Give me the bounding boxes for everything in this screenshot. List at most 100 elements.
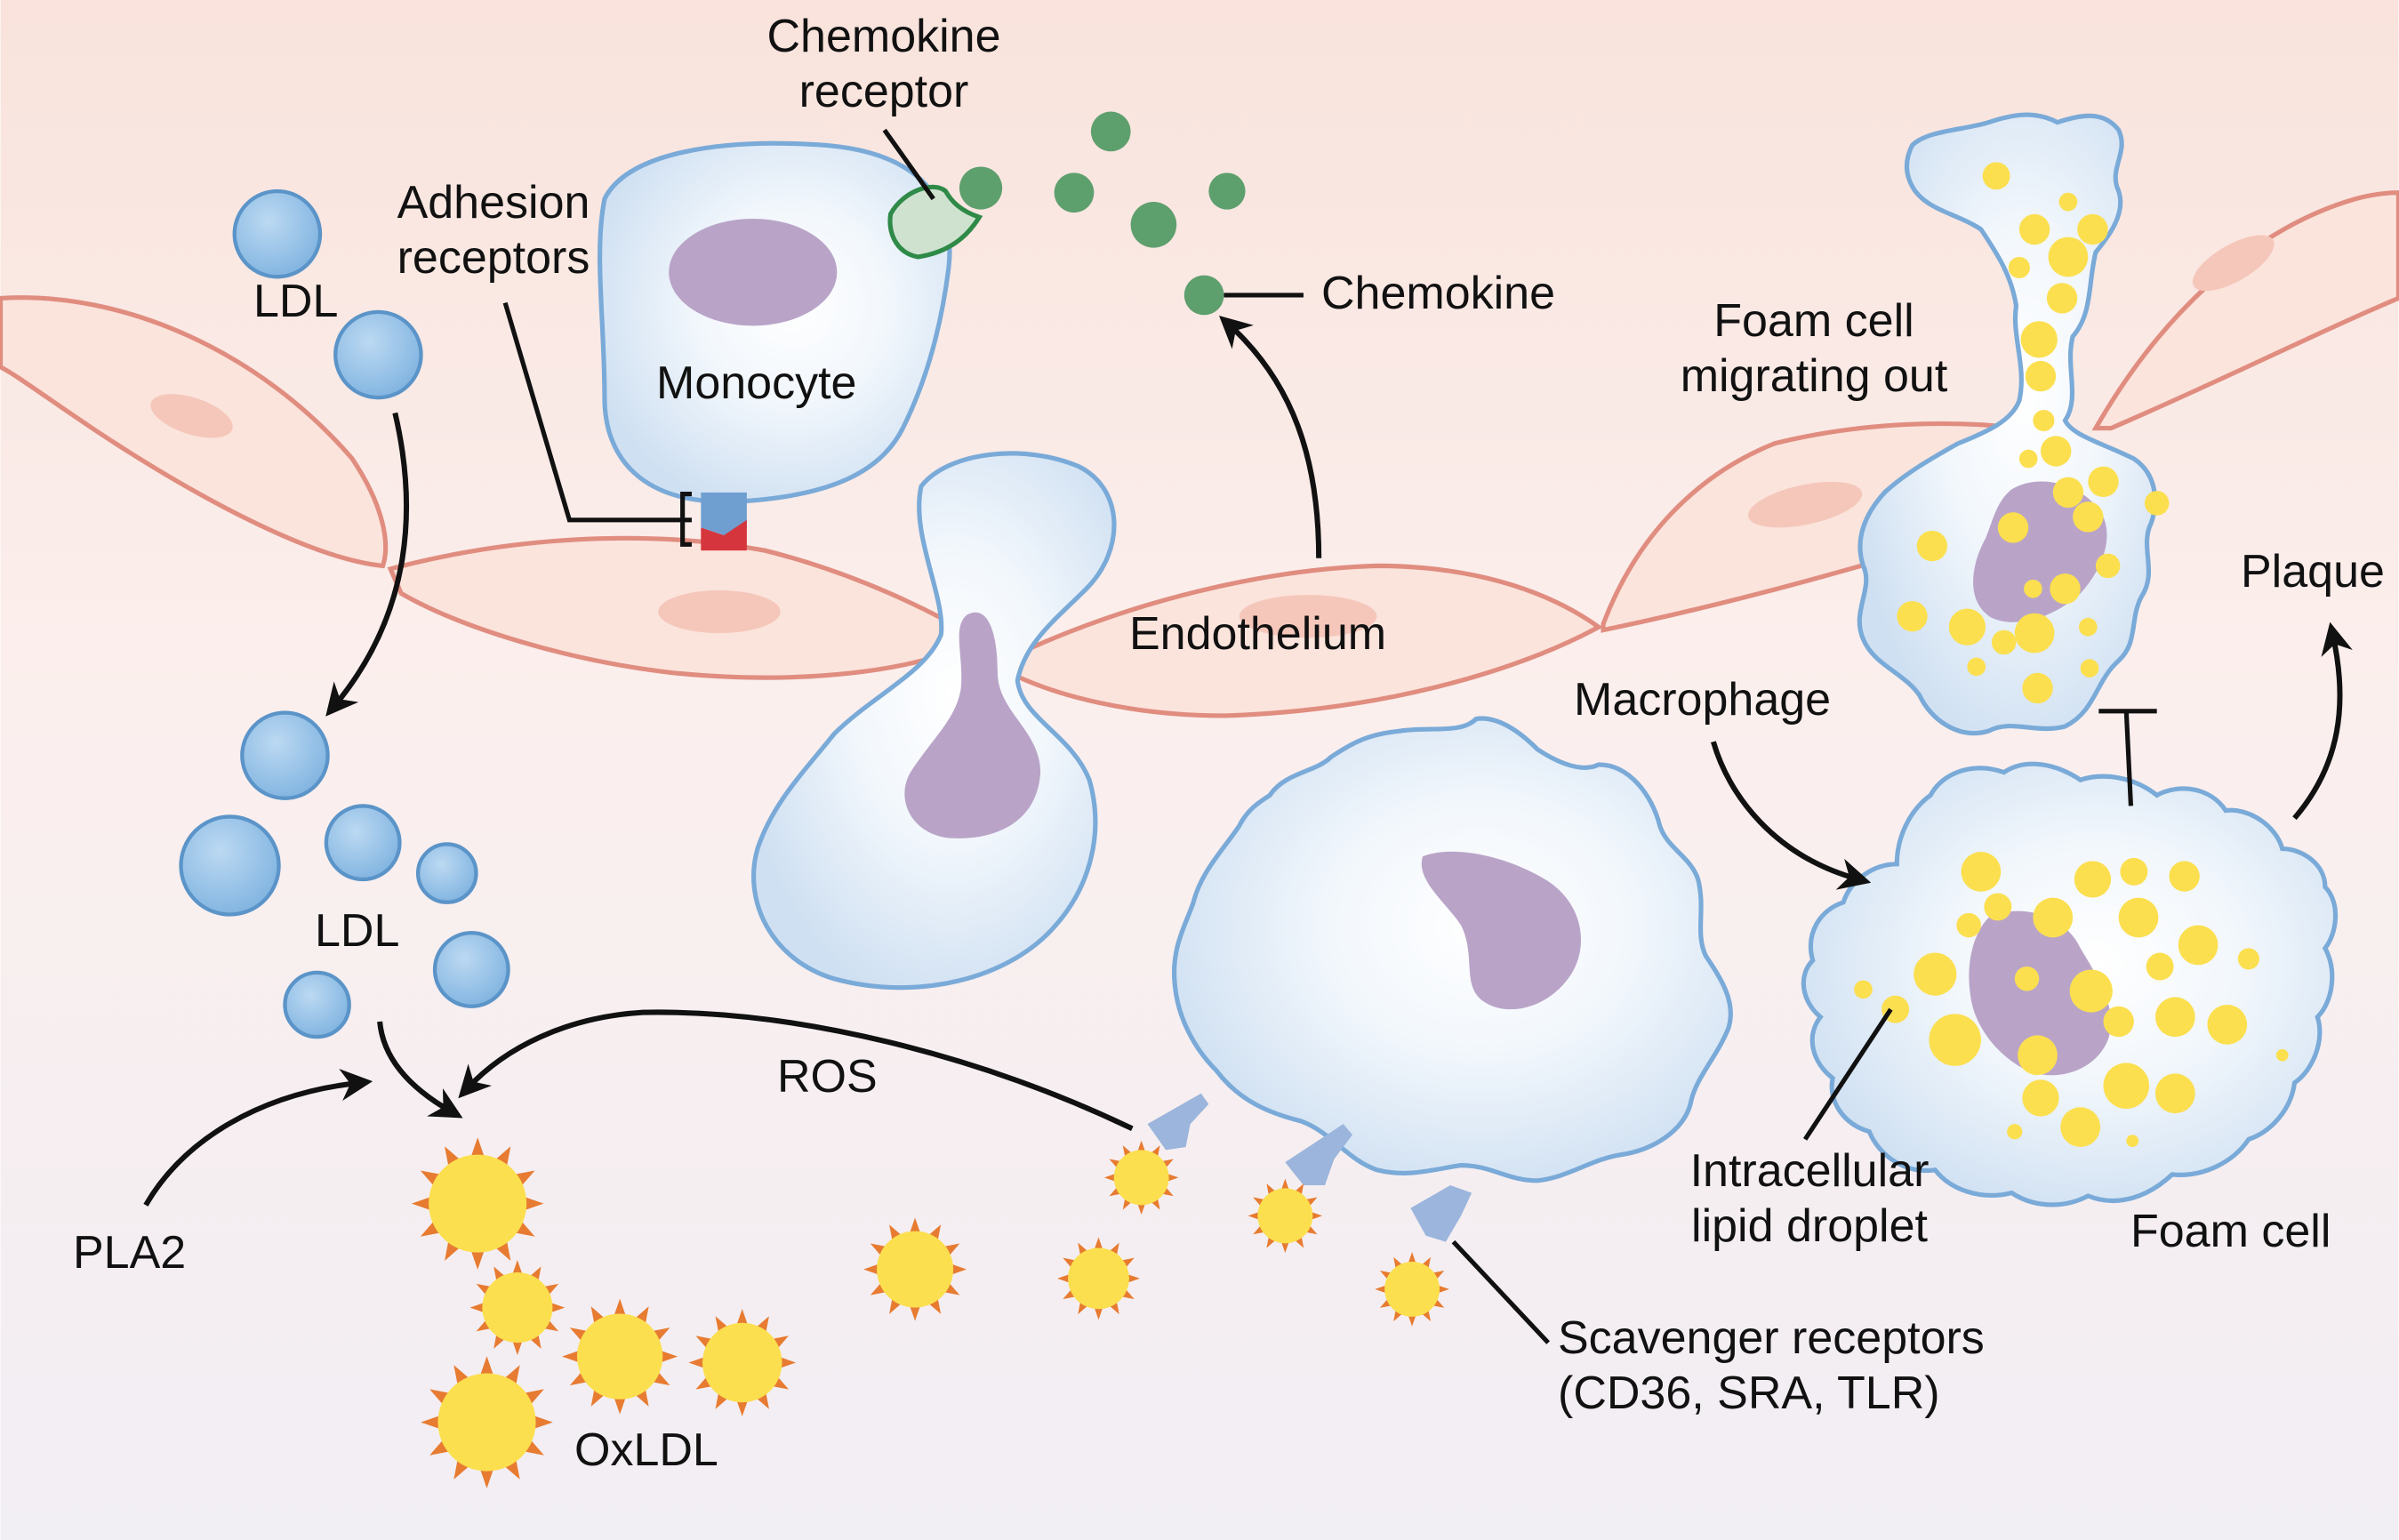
endothelial-cell	[1007, 563, 1603, 718]
ldl-particle	[324, 804, 402, 882]
adhesion-receptors-label-line2: receptors	[397, 232, 590, 284]
chemokine-dot	[1054, 172, 1095, 213]
lipid-droplet	[2020, 321, 2058, 358]
ldl-mid-label: LDL	[315, 905, 400, 957]
lipid-droplet	[2074, 861, 2112, 898]
lipid-droplet	[2078, 617, 2098, 637]
lipid-droplet	[2040, 436, 2072, 467]
lipid-droplet	[2169, 861, 2200, 892]
chemokine-dot	[1130, 202, 1177, 248]
lipid-droplet	[1984, 893, 2012, 921]
lipid-droplet	[2154, 1073, 2195, 1114]
lipid-droplet	[2060, 1107, 2101, 1147]
oxldl-particle	[469, 1260, 566, 1355]
lipid-droplet	[1914, 952, 1957, 996]
lipid-droplets-upper	[1897, 162, 2170, 704]
lipid-droplet	[2008, 256, 2030, 279]
scavenger-receptors-label-line1: Scavenger receptors	[1558, 1312, 1985, 1364]
chemokine-dot	[1183, 275, 1224, 316]
oxldl-label: OxLDL	[574, 1424, 718, 1476]
lipid-droplet	[2014, 613, 2055, 654]
scavenger-receptors-label-line2: (CD36, SRA, TLR)	[1558, 1368, 1940, 1419]
lipid-droplet	[2073, 501, 2104, 533]
lipid-droplet	[2050, 573, 2081, 605]
foam-cell-migrating-label-line2: migrating out	[1680, 350, 1948, 402]
transmigrating-monocyte	[751, 451, 1117, 991]
endothelial-cell	[2091, 190, 2399, 431]
lipid-droplet	[2025, 360, 2057, 392]
oxldl-particle	[421, 1356, 553, 1488]
lipid-droplet	[2033, 409, 2055, 432]
lipid-droplet	[1991, 630, 2017, 655]
foam-cell-migrating-label-line1: Foam cell	[1713, 295, 1914, 347]
lipid-droplet	[2052, 477, 2084, 509]
lipid-droplet	[2046, 283, 2078, 314]
oxldl-particle	[1248, 1178, 1323, 1254]
oxldl-particle	[562, 1298, 678, 1415]
intracellular-lipid-droplet-label-line1: Intracellular	[1689, 1145, 1930, 1197]
foam-cell-nucleus	[1969, 910, 2112, 1076]
pla2-label: PLA2	[73, 1227, 187, 1279]
lipid-droplet	[2154, 997, 2195, 1038]
lipid-droplet-pointer	[1802, 1007, 1893, 1141]
foam-cell	[1801, 761, 2339, 1207]
adhesion-receptors-label: Adhesion receptors	[373, 175, 614, 285]
lipid-droplet	[1854, 980, 1873, 999]
lipid-droplet	[2058, 192, 2078, 212]
lipid-droplet	[1982, 162, 2010, 190]
scavenger-receptor-pointer	[1451, 1239, 1551, 1344]
lipid-droplet	[2022, 672, 2053, 704]
lipid-droplet	[2018, 213, 2050, 245]
ros-label: ROS	[777, 1051, 878, 1103]
plaque-arrow	[2292, 622, 2353, 821]
lipid-droplet	[2018, 1035, 2058, 1076]
endothelial-nucleus	[1239, 595, 1377, 638]
lipid-droplet	[1948, 608, 1986, 646]
lipid-droplet	[2069, 969, 2113, 1013]
chemokine-dot	[1208, 172, 1246, 210]
pla2-arrow	[143, 1069, 373, 1207]
lipid-droplet	[2144, 491, 2170, 516]
lipid-droplet	[2207, 1005, 2248, 1045]
ros-arrow	[458, 1009, 1134, 1132]
lipid-droplet	[2275, 1048, 2289, 1062]
lipid-droplet	[2237, 948, 2259, 970]
lipid-droplet	[1956, 912, 1981, 938]
oxldl-particles	[411, 1137, 1449, 1488]
ldl-particle	[415, 842, 478, 904]
ldl-entry-arrow	[325, 412, 409, 717]
ldl-to-oxldl-arrow	[377, 1021, 463, 1119]
foam-cell-migrating-label: Foam cell migrating out	[1654, 293, 1974, 404]
lipid-droplet	[2024, 579, 2042, 598]
chemokine-receptor-label-line2: receptor	[798, 66, 969, 117]
lipid-droplet	[1929, 1014, 1981, 1066]
lipid-droplet	[2007, 1124, 2023, 1140]
lipid-droplet	[2178, 925, 2218, 966]
ldl-particle	[232, 188, 323, 279]
lipid-droplet	[2146, 952, 2174, 981]
ldl-particle	[240, 710, 330, 800]
endothelial-nucleus	[150, 394, 233, 438]
macrophage-cell	[1172, 716, 1733, 1183]
lipid-droplets-lower	[1854, 852, 2289, 1147]
lipid-droplet	[2022, 1079, 2059, 1117]
ldl-particle	[283, 970, 351, 1039]
chemokine-dot	[959, 166, 1003, 210]
lipid-droplet	[1967, 657, 1986, 677]
oxldl-particle	[863, 1217, 967, 1321]
chemokine-receptor-pointer	[882, 128, 935, 201]
oxldl-particle	[411, 1137, 544, 1270]
ldl-top-label: LDL	[253, 276, 339, 327]
adhesion-receptors-pointer	[502, 301, 692, 523]
arrows	[143, 315, 2353, 1207]
lipid-droplet	[2018, 449, 2038, 469]
oxldl-particle	[1103, 1140, 1179, 1215]
ldl-particles-middle	[179, 710, 510, 1039]
oxldl-particle	[1057, 1237, 1140, 1320]
transmigrating-nucleus	[904, 612, 1041, 838]
lipid-droplet	[1897, 600, 1928, 632]
lipid-droplet	[2077, 213, 2108, 245]
monocyte-cell	[598, 140, 952, 504]
